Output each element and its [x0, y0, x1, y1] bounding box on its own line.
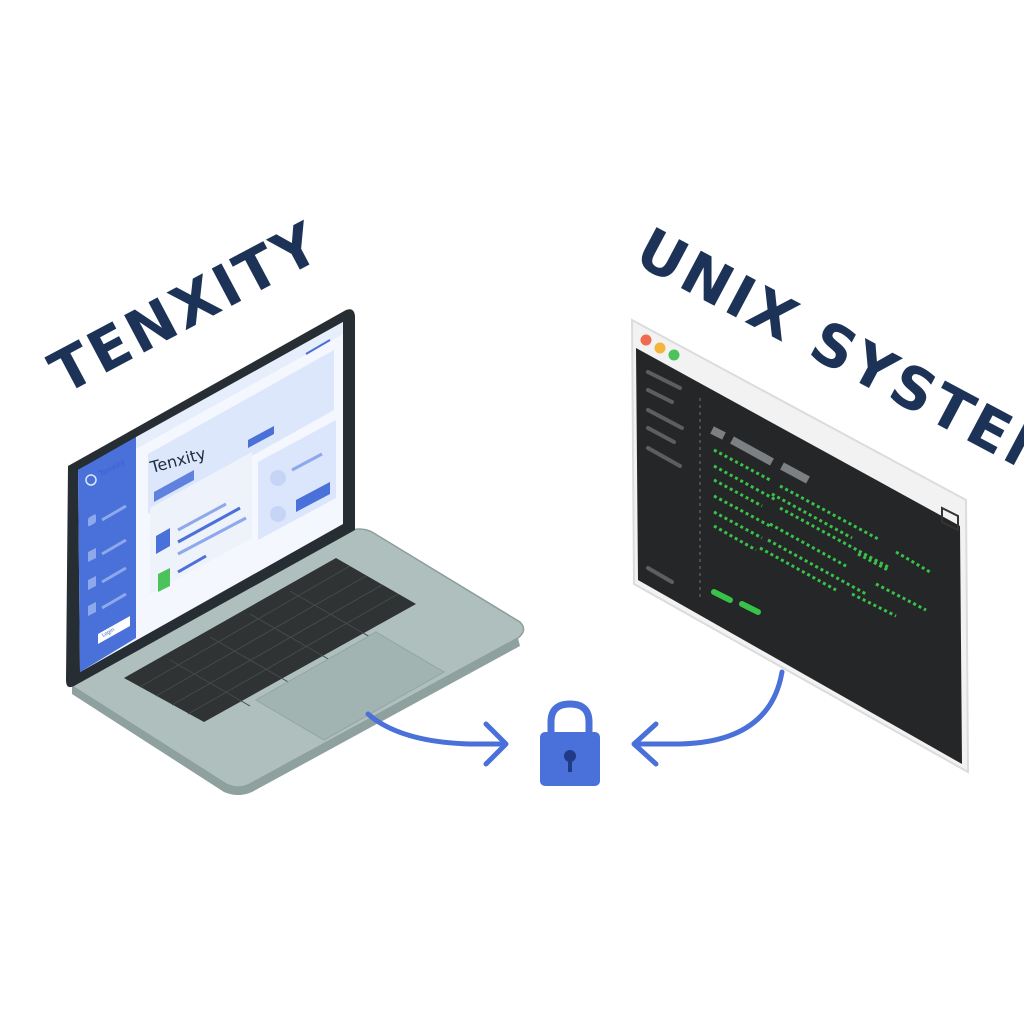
content-card-line-2: [177, 506, 241, 544]
terminal-header-tokens: [710, 426, 810, 484]
content-card-green-icon: [158, 568, 170, 592]
content-card: [150, 452, 252, 594]
side-card-avatar-1: [270, 470, 286, 486]
terminal-prompt: [711, 589, 761, 615]
terminal-sidebar: [646, 370, 684, 584]
app-top-pill[interactable]: [248, 426, 274, 448]
sidebar-item-3-icon[interactable]: [88, 576, 96, 590]
content-card-line-3: [177, 516, 247, 556]
maximize-dot-icon[interactable]: [668, 349, 680, 361]
padlock-icon: [540, 700, 600, 786]
app-header-strip: [136, 322, 343, 449]
sidebar-logo-icon: [85, 474, 97, 486]
app-main-card: [148, 350, 334, 514]
content-card-icon: [156, 528, 170, 554]
keyboard-keys: [139, 565, 399, 715]
sidebar-item-2-icon[interactable]: [88, 548, 96, 562]
terminal-window: [630, 318, 970, 774]
keyboard: [124, 558, 416, 722]
trackpad: [255, 631, 445, 741]
sidebar-item-3-line: [101, 566, 127, 584]
sidebar-item-1-line: [101, 504, 127, 522]
close-dot-icon[interactable]: [640, 334, 652, 346]
sidebar-menu: [88, 504, 127, 616]
sidebar-item-2-line: [101, 538, 127, 556]
arrow-left-head-icon: [631, 721, 659, 767]
side-card-action-button[interactable]: [296, 482, 330, 512]
laptop-base-front-edge: [72, 638, 520, 795]
sidebar-button[interactable]: [98, 616, 130, 644]
sidebar-item-4-line: [101, 592, 127, 610]
padlock-keyhole: [564, 750, 576, 762]
padlock-shackle: [547, 700, 593, 734]
content-card-line-1: [177, 502, 227, 532]
window-restore-icon[interactable]: [941, 506, 959, 532]
arrow-left-icon: [633, 669, 785, 747]
header-top-label: [305, 339, 331, 355]
arrow-right-head-icon: [483, 721, 509, 767]
sidebar-button-label: Login: [101, 627, 116, 639]
side-card-avatar-2: [270, 506, 286, 522]
terminal-body: [636, 348, 962, 764]
sidebar-item-1[interactable]: [88, 514, 96, 527]
minimize-dot-icon[interactable]: [654, 342, 666, 354]
sidebar-item-4-icon[interactable]: [88, 602, 96, 616]
content-card-line-4: [177, 554, 207, 574]
app-filter-pill[interactable]: [154, 470, 194, 502]
padlock-keyhole-slot: [568, 758, 572, 772]
arrow-right-icon: [365, 711, 505, 747]
side-card-line-1: [291, 452, 323, 472]
terminal-output: [713, 448, 931, 618]
laptop: Tenxity Login Tenxity: [66, 309, 525, 795]
